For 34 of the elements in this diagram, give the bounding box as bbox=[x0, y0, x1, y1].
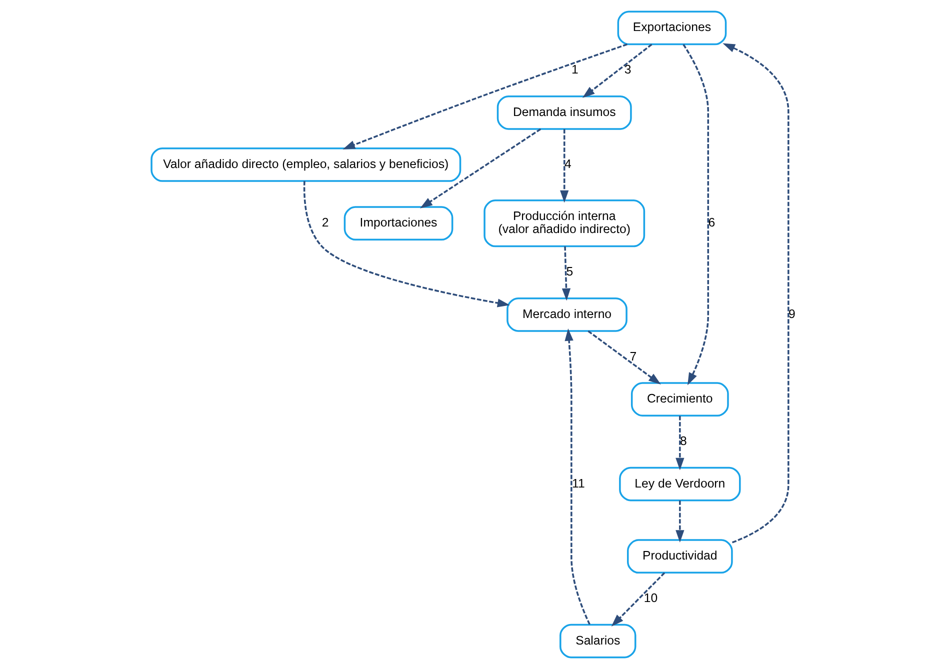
node-box: Exportaciones bbox=[617, 10, 727, 46]
edge-label: 10 bbox=[644, 590, 658, 605]
node-box: Producción interna (valor añadido indirecto) bbox=[484, 200, 646, 248]
edge-label: 9 bbox=[788, 306, 796, 321]
node-box: Productividad bbox=[626, 539, 733, 574]
edge-label: 5 bbox=[566, 264, 574, 279]
arrow bbox=[588, 330, 661, 385]
edge-label: 4 bbox=[564, 156, 572, 171]
arrow bbox=[676, 416, 684, 470]
arrow bbox=[682, 44, 710, 386]
arrow bbox=[564, 328, 590, 625]
arrow bbox=[722, 43, 790, 544]
arrow bbox=[342, 44, 628, 150]
arrow bbox=[582, 44, 652, 98]
arrow bbox=[303, 181, 510, 308]
node-box: Mercado interno bbox=[506, 297, 628, 332]
arrow bbox=[676, 500, 684, 543]
node-box: Crecimiento bbox=[630, 382, 729, 417]
arrow bbox=[562, 246, 571, 301]
arrow bbox=[611, 572, 666, 627]
edge-label: 1 bbox=[572, 62, 578, 77]
edge-label: 6 bbox=[708, 216, 716, 230]
node-box: Importaciones bbox=[344, 206, 454, 241]
arrow bbox=[420, 128, 542, 208]
edge-label: 3 bbox=[624, 62, 632, 77]
node-box: Demanda insumos bbox=[496, 95, 632, 130]
edge-label: 8 bbox=[680, 434, 687, 448]
node-box: Ley de Verdoorn bbox=[619, 466, 741, 502]
edge-label: 2 bbox=[322, 216, 329, 230]
edge-label: 7 bbox=[630, 349, 637, 364]
node-box: Valor añadido directo (empleo, salarios y beneficios) bbox=[150, 148, 462, 182]
node-box: Salarios bbox=[560, 624, 636, 658]
arrow bbox=[560, 129, 569, 203]
edge-label: 11 bbox=[572, 476, 585, 490]
